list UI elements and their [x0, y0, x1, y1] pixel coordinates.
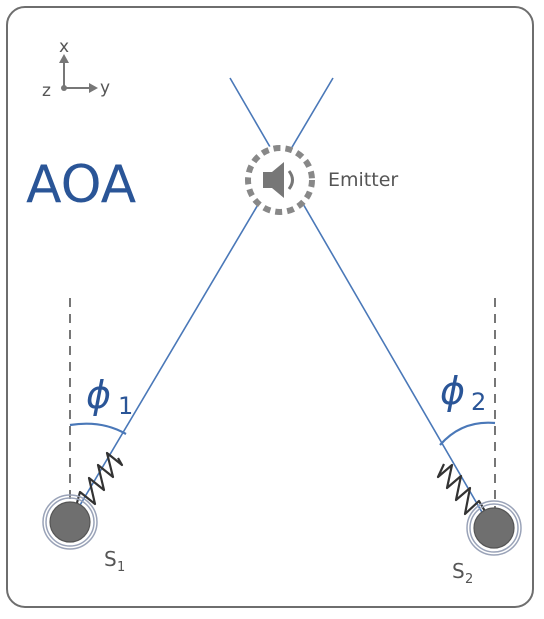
angle-label-s1: ϕ 1 — [86, 373, 133, 420]
sensor-s2-label: S — [452, 559, 465, 583]
phi-subscript-2: 2 — [471, 388, 486, 416]
sensor-s2-subscript: 2 — [465, 572, 473, 587]
angle-label-s2: ϕ 2 — [440, 369, 486, 416]
spring-s1 — [73, 451, 124, 511]
sensor-s1-subscript: 1 — [117, 560, 125, 575]
emitter: Emitter — [245, 145, 398, 215]
frame — [6, 6, 534, 608]
axes-indicator: x y z — [42, 37, 110, 101]
axis-y-label: y — [100, 78, 110, 98]
emitter-label: Emitter — [328, 169, 398, 191]
phi-symbol-1: ϕ — [86, 373, 111, 417]
axis-x-label: x — [59, 37, 69, 57]
sensor-s1: S 1 — [42, 494, 125, 575]
emitter-ring — [245, 145, 315, 215]
diagram-title: AOA — [26, 155, 137, 215]
axis-z-label: z — [42, 81, 51, 101]
sensor-s2: S 2 — [452, 500, 522, 587]
angle-arc-s1 — [69, 422, 127, 435]
spring-s2 — [436, 463, 490, 519]
phi-symbol-2: ϕ — [440, 369, 465, 413]
sensor-s1-label: S — [104, 547, 117, 571]
angle-arc-s2 — [439, 421, 496, 446]
speaker-icon — [263, 162, 294, 198]
phi-subscript-1: 1 — [118, 392, 133, 420]
